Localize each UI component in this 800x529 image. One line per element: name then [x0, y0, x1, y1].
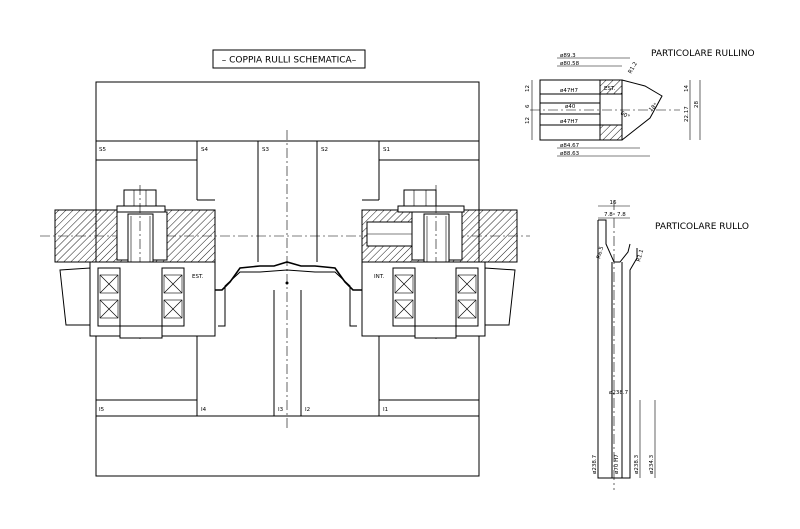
shaft-label-s5: S5 — [99, 147, 106, 153]
dim-22-17: 22.17 — [684, 106, 690, 122]
dim-16: 16 — [610, 200, 617, 206]
shaft-label-i1: I1 — [383, 407, 388, 413]
dim-7-8-a: 7.8 — [604, 212, 613, 218]
main-title: – COPPIA RULLI SCHEMATICA– — [222, 56, 357, 66]
shaft-label-s1: S1 — [383, 147, 390, 153]
dim-12-a: 12 — [525, 85, 531, 92]
dim-14: 14 — [684, 85, 690, 92]
detail-rullino: PARTICOLARE RULLINO ø89.3 ø80.58 ø47H7 ø… — [525, 49, 755, 157]
dim-r1-2: R1.2 — [628, 61, 639, 75]
dim-d238-7: ø238.7 — [592, 454, 598, 474]
dim-d47h7-a: ø47H7 — [560, 88, 578, 94]
dim-d70h7: ø70 H7 — [614, 454, 620, 474]
dim-60deg: 60° — [619, 111, 631, 121]
dim-d47h7-b: ø47H7 — [560, 119, 578, 125]
shaft-label-s2: S2 — [321, 147, 328, 153]
side-label-int: INT. — [374, 274, 384, 280]
dim-d88-63: ø88.63 — [560, 151, 580, 157]
dim-r1-1: R1.1 — [636, 249, 645, 263]
dim-12-b: 12 — [525, 117, 531, 124]
dim-d238-3: ø238.3 — [634, 454, 640, 474]
side-label-est: EST. — [192, 274, 204, 280]
formed-profile — [215, 261, 362, 327]
dim-est: EST. — [604, 86, 616, 92]
dim-d84-67: ø84.67 — [560, 143, 580, 149]
dim-d89-3: ø89.3 — [560, 53, 576, 59]
rullo-title: PARTICOLARE RULLO — [655, 222, 749, 232]
dim-d80-58: ø80.58 — [560, 61, 580, 67]
roll-pair-assembly: S5 S4 S3 S2 S1 I5 I4 I3 I2 I1 — [40, 81, 530, 477]
shaft-label-i5: I5 — [99, 407, 105, 413]
shaft-label-s4: S4 — [201, 147, 208, 153]
dim-d234-3: ø234.3 — [649, 454, 655, 474]
rullino-title: PARTICOLARE RULLINO — [651, 49, 755, 59]
shaft-label-i4: I4 — [201, 407, 207, 413]
right-roller-group: INT. — [361, 185, 518, 340]
dim-7-8-b: 7.8 — [617, 212, 626, 218]
left-roller-group: EST. — [54, 185, 216, 340]
dim-d40: ø40 — [565, 104, 576, 110]
detail-rullo: PARTICOLARE RULLO 16 7.8 7.8 ø238.7 R6.5… — [592, 200, 749, 490]
dim-6: 6 — [525, 104, 531, 108]
shaft-label-i3: I3 — [278, 407, 284, 413]
shaft-label-s3: S3 — [262, 147, 269, 153]
dim-i3: ø238.7 — [609, 390, 629, 396]
dim-18deg: 18° — [648, 102, 659, 113]
dim-r6-5: R6.5 — [596, 245, 605, 259]
main-title-box: – COPPIA RULLI SCHEMATICA– — [212, 49, 366, 69]
shaft-label-i2: I2 — [305, 407, 310, 413]
dim-28: 28 — [694, 101, 700, 108]
